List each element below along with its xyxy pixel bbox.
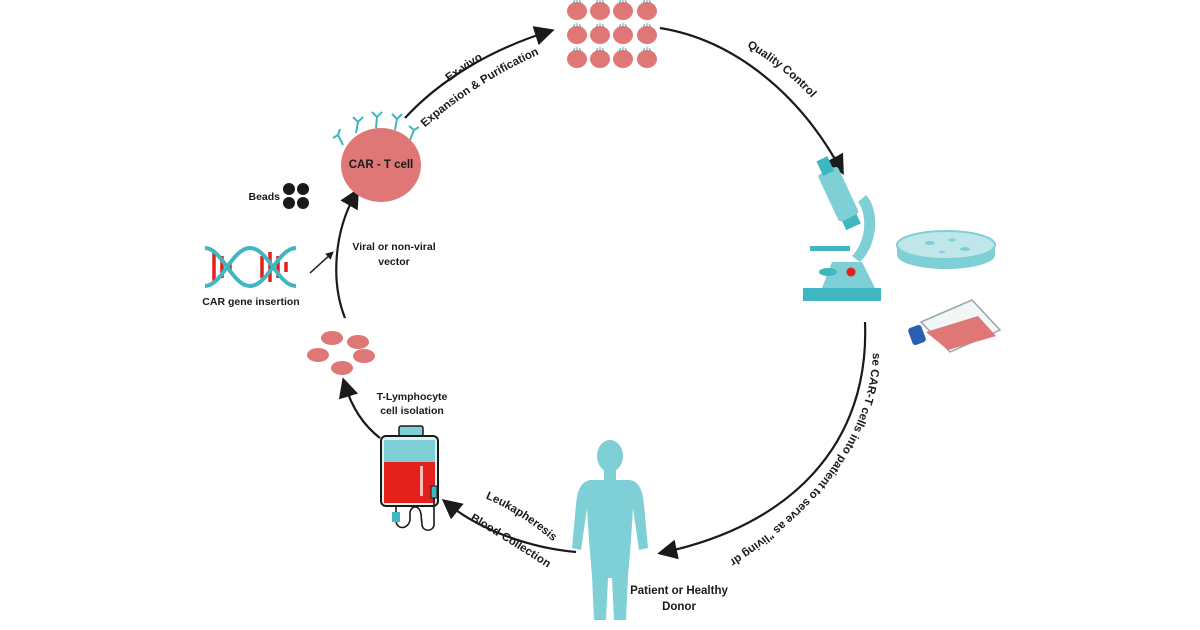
receptor-spikes (332, 111, 420, 146)
arrow-expansion (404, 26, 555, 119)
cell-spike (618, 0, 628, 4)
expanded-cell (613, 2, 633, 20)
expanded-cells-icon (567, 0, 657, 68)
cell-spike (642, 0, 652, 4)
t-lymphocyte-label-2: cell isolation (380, 405, 444, 417)
expanded-cell (613, 50, 633, 68)
patient-label-1: Patient or Healthy (630, 585, 728, 597)
cell-spike (618, 47, 628, 52)
cell-spike (572, 23, 582, 28)
arrow-quality-control (659, 26, 844, 176)
expanded-cell (567, 50, 587, 68)
arrow-vector (335, 188, 359, 319)
cell-spike (572, 47, 582, 52)
cell-spike (572, 0, 582, 4)
expanded-cell (637, 2, 657, 20)
patient-label-2: Donor (662, 601, 696, 613)
microscope-icon (803, 156, 881, 301)
car-t-cell-label: CAR - T cell (349, 159, 414, 171)
culture-flask-icon (908, 299, 1002, 353)
arrow-t-cell-isolation (338, 377, 381, 439)
t-cells-icon (307, 331, 375, 375)
beads-icon (283, 183, 309, 209)
cell-spike (595, 23, 605, 28)
blood-bag-icon (380, 425, 439, 532)
beads-label: Beads (248, 191, 280, 203)
cell-spike (618, 23, 628, 28)
cell-spike (595, 47, 605, 52)
expanded-cell (567, 26, 587, 44)
arrow-infuse (657, 321, 867, 560)
expanded-cell (637, 50, 657, 68)
expanded-cell (613, 26, 633, 44)
car-t-cell: CAR - T cell (332, 111, 421, 202)
petri-dish-icon (896, 230, 996, 269)
expanded-cell (567, 2, 587, 20)
cell-spike (642, 47, 652, 52)
cell-spike (595, 0, 605, 4)
cell-spike (642, 23, 652, 28)
arrow-leukapheresis (441, 498, 577, 554)
car-gene-label: CAR gene insertion (202, 296, 299, 308)
human-figure-icon (572, 440, 648, 620)
vector-label-1: Viral or non-viral (352, 241, 435, 253)
expanded-cell (590, 2, 610, 20)
vector-label-2: vector (378, 256, 410, 268)
expanded-cell (637, 26, 657, 44)
expanded-cell (590, 26, 610, 44)
expanded-cell (590, 50, 610, 68)
arrow-gene-insertion (309, 251, 334, 274)
t-lymphocyte-label-1: T-Lymphocyte (377, 391, 448, 403)
dna-icon (204, 245, 297, 289)
